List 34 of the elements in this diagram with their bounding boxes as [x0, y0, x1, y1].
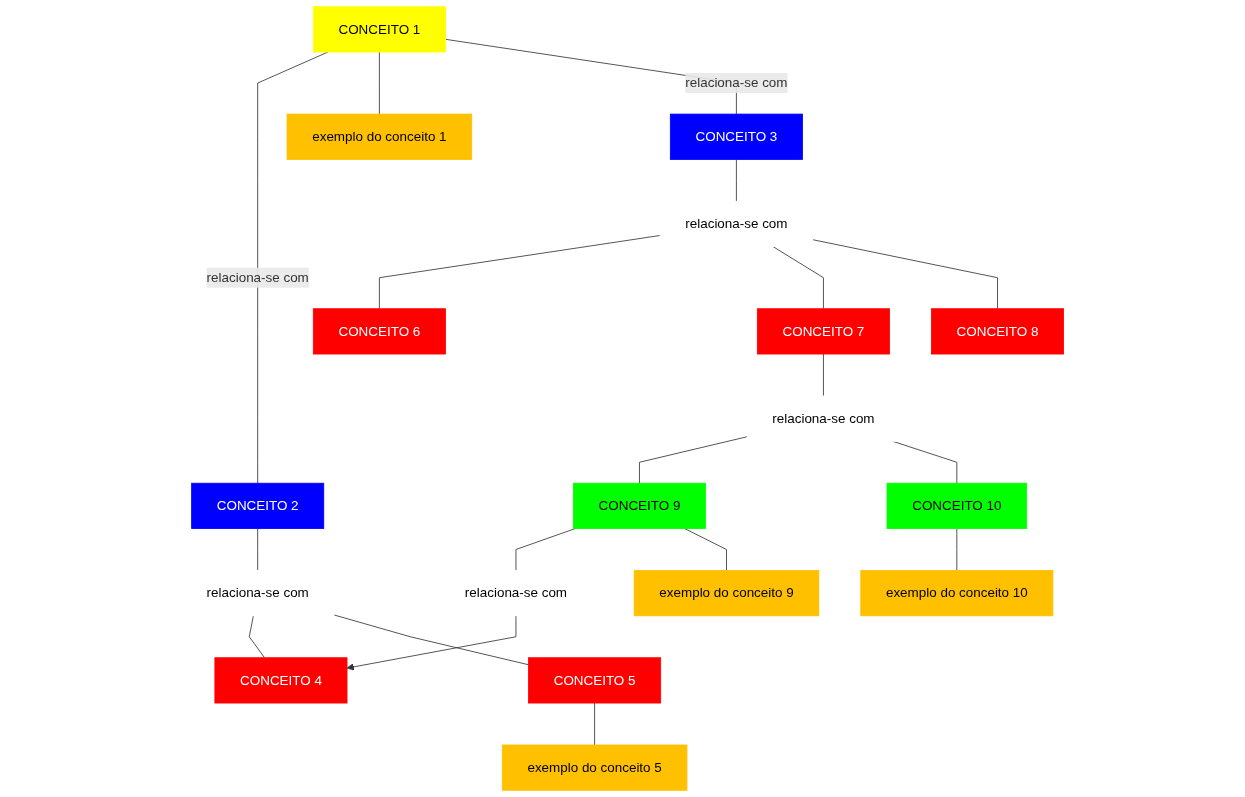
node-box: CONCEITO 4 [214, 657, 348, 704]
edge-label: relaciona-se com [206, 270, 309, 285]
connector [257, 528, 259, 571]
node-box: exemplo do conceito 5 [501, 744, 688, 791]
node-text: relaciona-se com [685, 216, 788, 231]
node-box: CONCEITO 7 [756, 308, 890, 355]
connector [956, 528, 958, 571]
connector [378, 51, 380, 115]
node-box: CONCEITO 3 [669, 113, 803, 160]
node-box: CONCEITO 9 [572, 482, 706, 529]
node-box: exemplo do conceito 9 [633, 570, 820, 617]
node-text: relaciona-se com [772, 411, 875, 426]
connector [812, 239, 998, 310]
edge-label: relaciona-se com [685, 75, 788, 90]
connector [639, 436, 748, 484]
connector [823, 353, 824, 397]
connector [736, 159, 737, 202]
connector [248, 615, 265, 659]
node-box: CONCEITO 8 [931, 308, 1064, 355]
node-box: exemplo do conceito 1 [286, 113, 473, 160]
node-box: CONCEITO 5 [528, 657, 662, 704]
connector [684, 528, 727, 571]
connector [515, 528, 576, 571]
node-text: relaciona-se com [206, 585, 309, 600]
connector [772, 246, 824, 310]
node-box: exemplo do conceito 10 [860, 570, 1054, 617]
node-box: CONCEITO 2 [191, 482, 325, 529]
connector [594, 702, 595, 746]
node-box: CONCEITO 6 [312, 308, 446, 355]
node-box: CONCEITO 1 [312, 6, 446, 53]
connector [333, 614, 529, 666]
connector [378, 235, 661, 310]
node-box: CONCEITO 10 [886, 482, 1028, 529]
node-text: relaciona-se com [464, 585, 568, 600]
